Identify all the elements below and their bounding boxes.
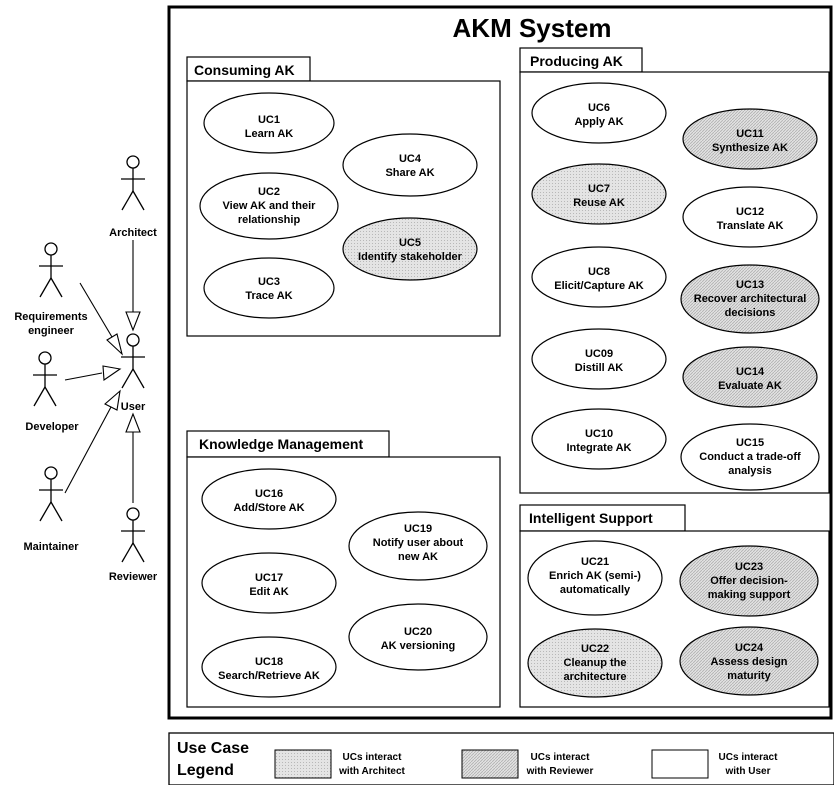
actor-maintainer [39,466,63,522]
actor-label-maintainer: Maintainer [23,541,79,553]
actor-reviewer [121,507,145,563]
generalization-maintainer-to-user [64,389,121,494]
legend-swatch-reviewer [461,749,519,779]
package-title-producing: Producing AK [530,53,623,69]
actor-architect [121,155,145,211]
generalization-requirements-engineer-to-user [79,282,123,356]
generalization-reviewer-to-user [125,412,141,503]
package-title-consuming: Consuming AK [194,62,295,78]
package-title-knowledge: Knowledge Management [199,436,363,452]
actor-label-user: User [121,401,146,413]
actor-label-reviewer: Reviewer [109,571,158,583]
actor-label-developer: Developer [25,421,79,433]
actor-developer [33,351,57,407]
generalization-architect-to-user [125,240,141,332]
actor-user [121,333,145,389]
actor-requirements-engineer [39,242,63,298]
legend-swatch-user [651,749,709,779]
actor-label-architect: Architect [109,227,157,239]
system-title: AKM System [453,13,612,43]
generalization-developer-to-user [64,365,122,381]
system-boundary [167,5,833,720]
package-title-intelligent: Intelligent Support [529,510,653,526]
legend-swatch-architect [274,749,332,779]
